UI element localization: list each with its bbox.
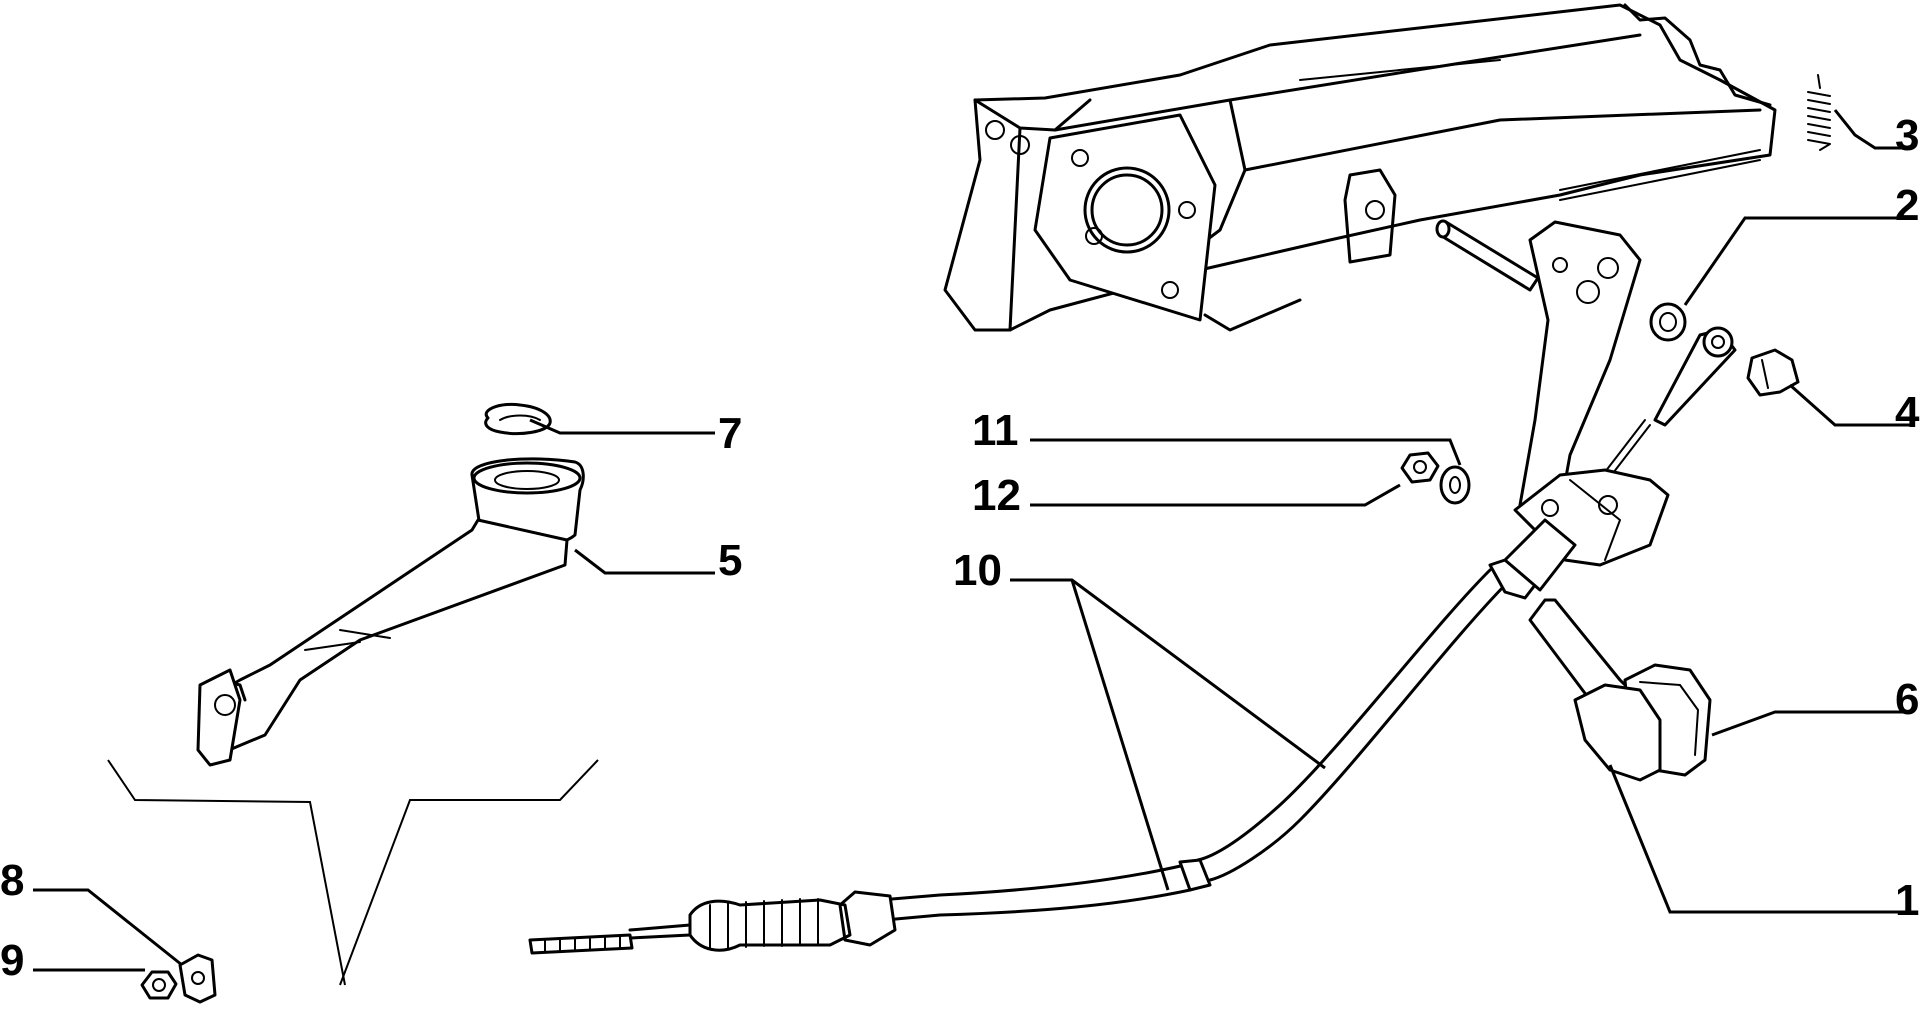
washer <box>1439 465 1471 505</box>
leader-lines <box>33 109 1912 972</box>
nut <box>1400 451 1440 484</box>
assembly-guide-lines <box>107 759 599 986</box>
hex-nut <box>140 970 178 1000</box>
bushing <box>1649 302 1687 342</box>
pedal-pad <box>1573 663 1712 782</box>
return-spring <box>1807 74 1831 151</box>
callout-6: 6 <box>1895 675 1919 724</box>
pedal-support-bracket <box>943 3 1777 332</box>
callout-4: 4 <box>1895 388 1920 437</box>
cable-upper-end <box>1594 326 1737 491</box>
callout-7: 7 <box>718 409 742 458</box>
small-bracket <box>178 953 217 1004</box>
retaining-clip <box>1746 348 1800 397</box>
callout-9: 9 <box>0 936 24 985</box>
circlip <box>484 402 552 436</box>
callout-1: 1 <box>1895 876 1919 925</box>
callout-labels: 1 2 3 4 5 6 7 8 9 10 11 12 <box>0 111 1920 985</box>
callout-2: 2 <box>1895 181 1919 230</box>
clutch-release-lever <box>196 457 585 767</box>
clutch-cable <box>528 518 1577 955</box>
callout-11: 11 <box>972 406 1019 455</box>
callout-8: 8 <box>0 856 24 905</box>
pivot-shaft <box>1435 219 1540 292</box>
callout-12: 12 <box>972 471 1021 520</box>
callout-3: 3 <box>1895 111 1919 160</box>
callout-10: 10 <box>953 546 1002 595</box>
callout-5: 5 <box>718 536 742 585</box>
